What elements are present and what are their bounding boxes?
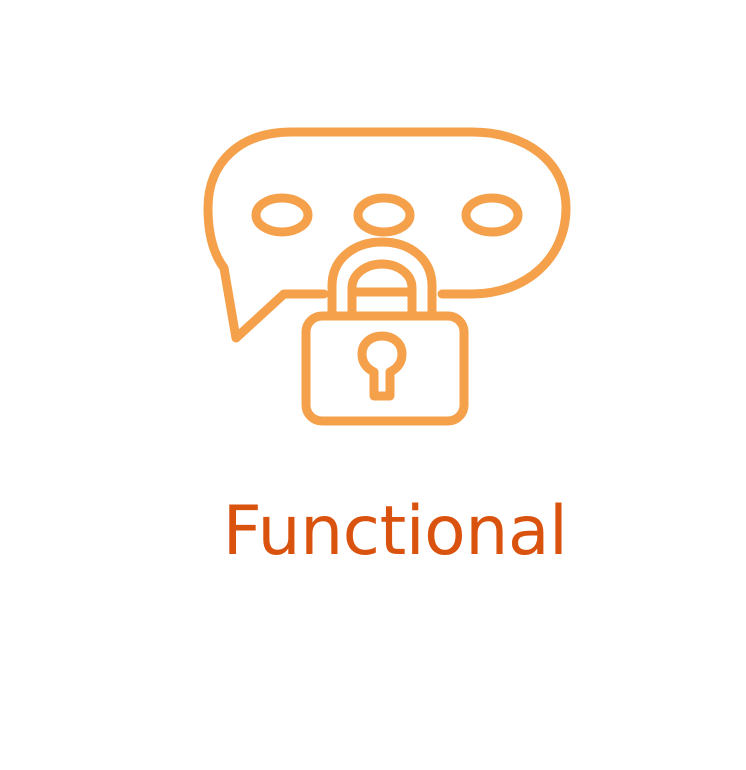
speech-bubble-icon [203, 127, 571, 343]
lock-shackle-inner-icon [347, 259, 417, 321]
chat-dot-icon [353, 193, 415, 237]
keyhole-icon [357, 331, 407, 401]
chat-dot-icon [251, 193, 313, 237]
lock-body-icon [301, 311, 469, 426]
private-chat-lock-icon-svg [203, 127, 571, 426]
chat-dot-icon [461, 193, 523, 237]
lock-shackle-icon [327, 237, 437, 321]
card-title: Functional [222, 492, 568, 571]
private-chat-lock-icon [196, 118, 576, 430]
